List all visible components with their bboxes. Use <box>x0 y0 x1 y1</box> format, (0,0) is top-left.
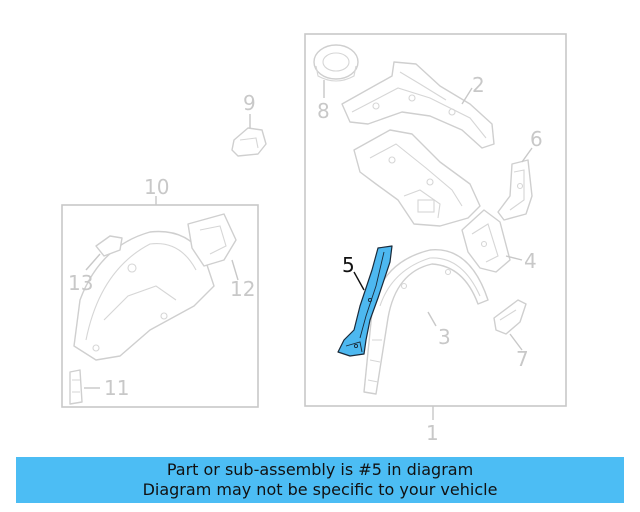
part-13-drawing <box>95 235 123 257</box>
callout-2: 2 <box>472 73 485 97</box>
assembly-10-frame <box>61 204 259 408</box>
leader-13 <box>85 253 101 271</box>
part-7-drawing <box>493 299 527 335</box>
part-3-drawing <box>363 249 489 395</box>
callout-7: 7 <box>516 347 529 371</box>
callout-12: 12 <box>230 277 255 301</box>
assembly-1-frame <box>304 33 567 407</box>
callout-8: 8 <box>317 99 330 123</box>
leader-7 <box>509 333 523 351</box>
part-8-drawing <box>313 44 359 82</box>
callout-1: 1 <box>426 421 439 445</box>
part-12-drawing <box>187 213 237 267</box>
callout-11: 11 <box>104 376 129 400</box>
part-5-highlight <box>337 245 393 357</box>
inner-panel-drawing <box>353 129 481 227</box>
part-9-drawing <box>231 127 267 157</box>
leader-6 <box>521 147 533 163</box>
part-11-drawing <box>69 369 83 405</box>
leader-3 <box>427 311 437 327</box>
banner-line-disclaimer: Diagram may not be specific to your vehi… <box>142 480 498 499</box>
parts-diagram: 1 2 3 4 5 6 7 8 9 10 11 12 13 <box>61 33 567 445</box>
callout-5[interactable]: 5 <box>342 253 355 277</box>
leader-12 <box>231 259 239 281</box>
callout-9: 9 <box>243 91 256 115</box>
part-6-drawing <box>497 159 533 221</box>
callout-10: 10 <box>144 175 169 199</box>
part-2-drawing <box>341 61 495 149</box>
callout-13: 13 <box>68 271 93 295</box>
banner-line-part: Part or sub-assembly is #5 in diagram <box>166 460 474 479</box>
callout-4: 4 <box>524 249 537 273</box>
leader-4 <box>505 255 523 261</box>
leader-5[interactable] <box>353 271 365 291</box>
callout-6: 6 <box>530 127 543 151</box>
part-info-banner: Part or sub-assembly is #5 in diagram Di… <box>16 457 624 503</box>
leader-2 <box>461 87 473 105</box>
callout-3: 3 <box>438 325 451 349</box>
part-4-drawing <box>461 209 511 273</box>
part-10-drawing <box>73 230 215 361</box>
